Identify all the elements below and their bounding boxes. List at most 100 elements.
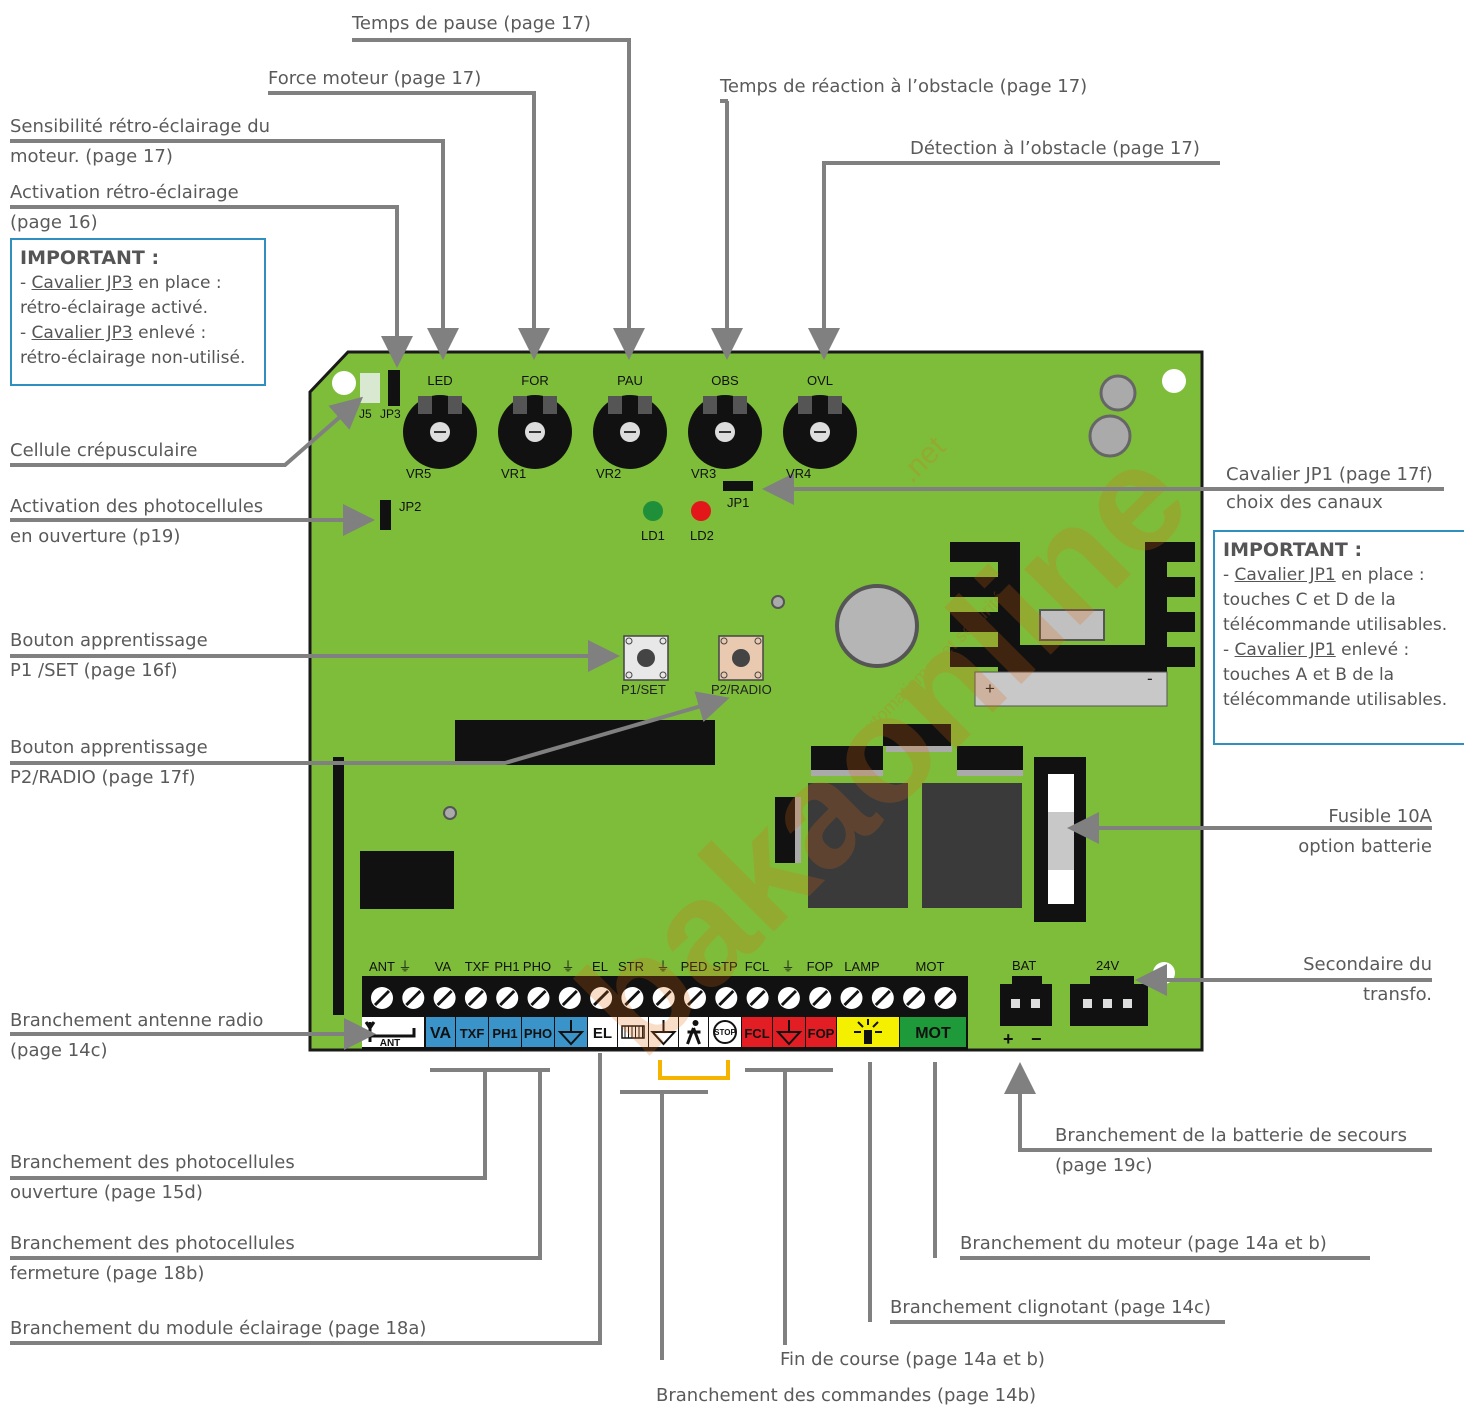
callout-detection: Détection à l’obstacle (page 17) <box>910 138 1200 159</box>
label-jp1: JP1 <box>727 495 749 510</box>
callout-sensibilite-l1: Sensibilité rétro-éclairage du <box>10 116 271 137</box>
relay-top-edge <box>886 746 952 752</box>
callout-secondaire-l2: transfo. <box>1362 984 1432 1005</box>
led-ld2 <box>691 501 711 521</box>
callout-photo-fermeture-l2: fermeture (page 18b) <box>10 1263 205 1284</box>
terminal-cell <box>555 1017 587 1047</box>
important-jp1-line4: - Cavalier JP1 enlevé : <box>1223 638 1456 663</box>
via <box>771 595 785 609</box>
terminal-screw <box>871 987 894 1009</box>
terminal-top-label: PHO <box>523 959 551 974</box>
screw-terminal <box>1088 414 1132 458</box>
terminal-screw <box>464 987 487 1009</box>
regulator <box>1039 609 1105 641</box>
label-24v: 24V <box>1096 958 1119 973</box>
relay-top <box>883 724 951 746</box>
jp3-l1-prefix: - <box>20 273 32 293</box>
important-jp1-line1: - Cavalier JP1 en place : <box>1223 563 1456 588</box>
terminal-top-label: STR <box>618 959 644 974</box>
callout-force-moteur: Force moteur (page 17) <box>268 68 482 89</box>
terminal-top-label: ⏚ <box>781 959 794 974</box>
terminal-top-label: PH1 <box>494 959 519 974</box>
callout-antenne-l1: Branchement antenne radio <box>10 1010 264 1031</box>
terminal-screw <box>715 987 738 1009</box>
ground-icon <box>557 1020 585 1046</box>
heatsink-base <box>974 671 1168 707</box>
terminal-top-label: EL <box>592 959 608 974</box>
callout-bouton-p2-l2: P2/RADIO (page 17f) <box>10 767 196 788</box>
callout-bouton-p1-l1: Bouton apprentissage <box>10 630 208 651</box>
jp1-l4-prefix: - <box>1223 640 1235 660</box>
callout-temps-reaction: Temps de réaction à l’obstacle (page 17) <box>720 76 1088 97</box>
antenna-strip <box>333 757 344 1015</box>
label-jp3: JP3 <box>380 407 401 421</box>
callout-sensibilite-l2: moteur. (page 17) <box>10 146 173 167</box>
pot-top-label: OVL <box>807 373 833 388</box>
svg-text:TXF: TXF <box>460 1026 485 1041</box>
light-sensor-j5 <box>360 373 380 403</box>
pot-bottom-label: VR2 <box>596 466 621 481</box>
callout-secondaire-l1: Secondaire du <box>1303 954 1432 975</box>
callout-moteur: Branchement du moteur (page 14a et b) <box>960 1233 1327 1254</box>
jumper-jp2 <box>380 500 391 530</box>
connector-bat <box>1000 984 1052 1026</box>
terminal-cell <box>649 1017 678 1047</box>
ground-icon <box>775 1020 803 1046</box>
diode-edge <box>795 797 801 863</box>
potentiometer <box>593 395 667 469</box>
terminal-top-label: ⏚ <box>398 959 411 974</box>
callout-module-eclairage: Branchement du module éclairage (page 18… <box>10 1318 427 1339</box>
important-jp1-line5: touches A et B de la <box>1223 665 1395 685</box>
button-p1-set <box>623 635 669 681</box>
jp3-l3-prefix: - <box>20 323 32 343</box>
24v-pin <box>1103 999 1112 1008</box>
bat-pin <box>1011 999 1020 1008</box>
terminal-top-label: STP <box>712 959 737 974</box>
callout-batterie-l2: (page 19c) <box>1055 1155 1153 1176</box>
24v-pin <box>1083 999 1092 1008</box>
svg-text:VA: VA <box>430 1025 451 1042</box>
terminal-top-label: PED <box>681 959 708 974</box>
terminal-cell <box>837 1017 899 1047</box>
callout-cellule: Cellule crépusculaire <box>10 440 198 461</box>
pot-bottom-label: VR5 <box>406 466 431 481</box>
terminal-screw <box>402 987 425 1009</box>
label-jp2: JP2 <box>399 499 421 514</box>
svg-text:PH1: PH1 <box>492 1026 517 1041</box>
terminal-cell <box>618 1017 648 1047</box>
callout-fusible-l2: option batterie <box>1298 836 1432 857</box>
terminal-top-label: VA <box>435 959 452 974</box>
terminal-cell: MOT <box>900 1017 966 1047</box>
svg-text:FCL: FCL <box>744 1026 769 1041</box>
callout-cavalier-jp1-l1: Cavalier JP1 (page 17f) <box>1226 464 1433 485</box>
callout-photo-ouverture-l1: Branchement des photocellules <box>10 1152 295 1173</box>
pot-top-label: LED <box>427 373 452 388</box>
relay-right-edge <box>957 770 1023 776</box>
terminal-cell <box>773 1017 805 1047</box>
24v-pin <box>1123 999 1132 1008</box>
pot-bottom-label: VR1 <box>501 466 526 481</box>
terminal-screw <box>840 987 863 1009</box>
label-j5: J5 <box>359 407 372 421</box>
terminal-cell: STOP <box>709 1017 741 1047</box>
callout-clignotant: Branchement clignotant (page 14c) <box>890 1297 1211 1318</box>
terminal-cell: TXF <box>456 1017 488 1047</box>
jumper-jp3 <box>388 370 400 406</box>
label-ld2: LD2 <box>690 528 714 543</box>
ground-icon <box>650 1020 677 1046</box>
callout-photo-ouv-l2: en ouverture (p19) <box>10 526 181 547</box>
terminal-cell <box>679 1017 708 1047</box>
label-p2-radio: P2/RADIO <box>711 682 772 697</box>
terminal-screw <box>496 987 519 1009</box>
callout-activation-l2: (page 16) <box>10 212 98 233</box>
terminal-top-label: FOP <box>807 959 834 974</box>
terminal-top-label: LAMP <box>844 959 879 974</box>
ic-chip <box>360 851 454 909</box>
potentiometer <box>783 395 857 469</box>
via <box>443 806 457 820</box>
stop-icon <box>713 1020 737 1044</box>
24v-connector-tab <box>1090 976 1134 984</box>
diode-block <box>775 797 797 863</box>
callout-photo-ouverture-l2: ouverture (page 15d) <box>10 1182 203 1203</box>
